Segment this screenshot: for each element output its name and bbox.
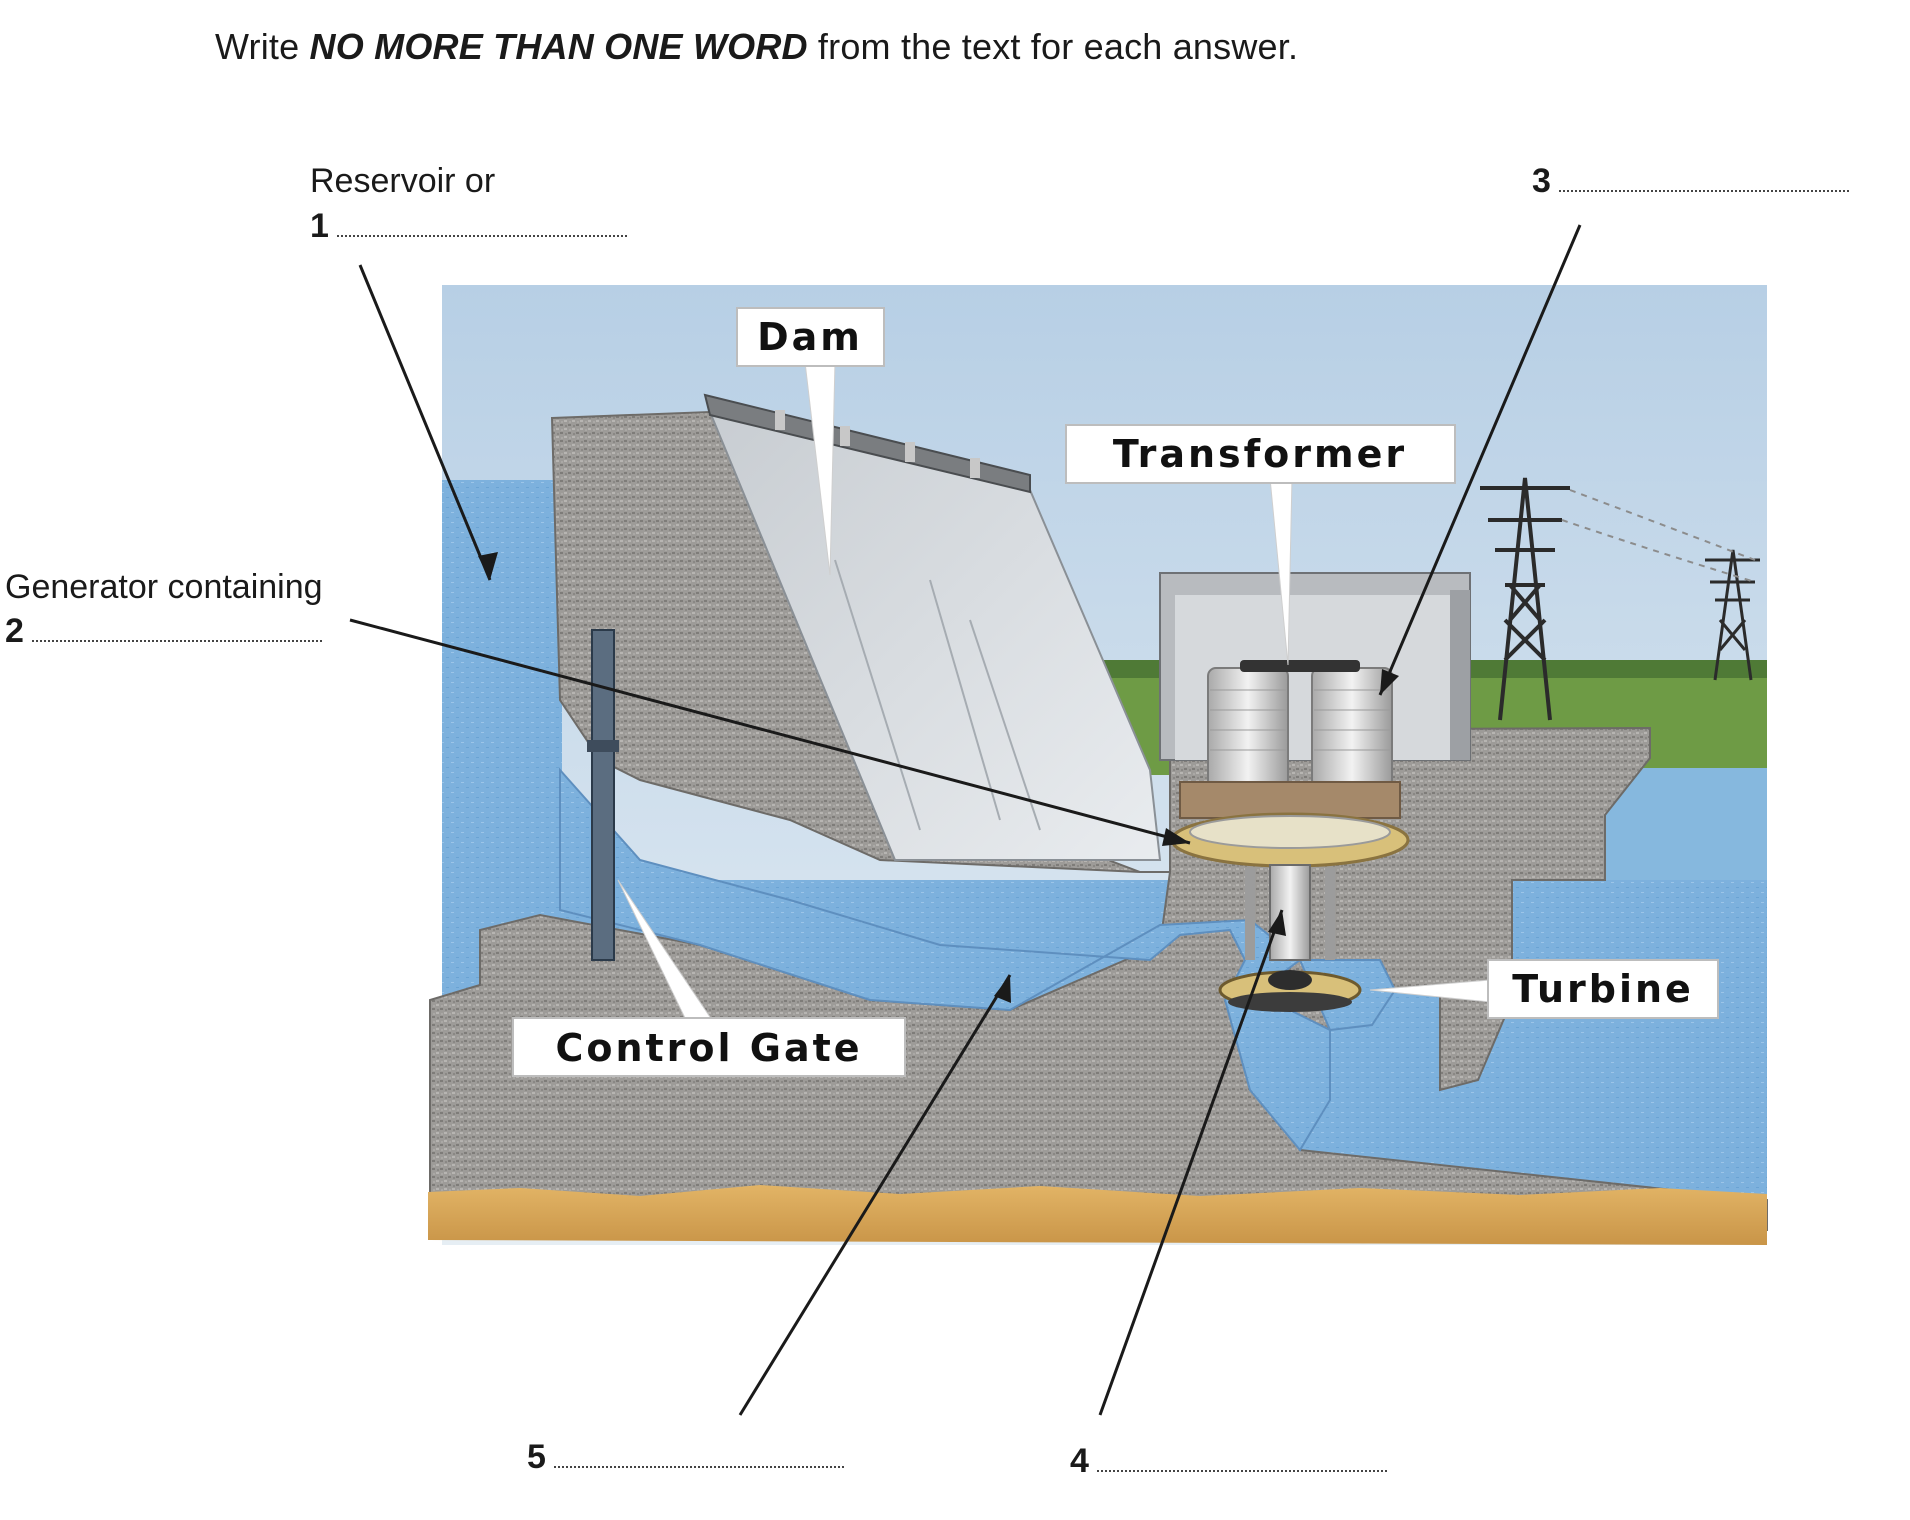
control-gate-shaft <box>591 629 615 961</box>
arrowhead-5 <box>994 975 1011 1003</box>
answer-blank-4[interactable] <box>1096 1466 1387 1472</box>
question-3-number: 3 <box>1532 162 1551 200</box>
instruction-text: Write NO MORE THAN ONE WORD from the tex… <box>215 26 1298 68</box>
leader-arrowheads <box>478 552 1399 1003</box>
answer-blank-1[interactable] <box>336 231 627 237</box>
callout-dam: Dam <box>736 307 885 576</box>
leader-line-1 <box>358 264 492 581</box>
question-5-number: 5 <box>527 1438 546 1476</box>
question-2-number: 2 <box>5 612 24 650</box>
question-1-number: 1 <box>310 207 329 245</box>
callout-control-gate-text: Control Gate <box>555 1026 862 1070</box>
power-tower-far <box>1705 549 1760 681</box>
leader-line-5 <box>738 974 1012 1416</box>
leader-lines <box>349 224 1582 1416</box>
answer-blank-3[interactable] <box>1558 186 1849 192</box>
power-tower-near <box>1480 477 1570 721</box>
dam-crest <box>703 393 1031 494</box>
instruction-prefix: Write <box>215 26 310 67</box>
question-1-prefix: Reservoir or <box>310 162 496 200</box>
transformer-coils <box>1207 660 1393 789</box>
callout-dam-text: Dam <box>757 315 863 359</box>
question-2-prefix: Generator containing <box>5 568 323 606</box>
question-5: 5 <box>527 1436 844 1478</box>
question-3: 3 <box>1532 160 1849 202</box>
instruction-emphasis: NO MORE THAN ONE WORD <box>309 26 808 67</box>
callout-transformer-text: Transformer <box>1113 432 1407 476</box>
ground-layer <box>428 1185 1767 1245</box>
answer-blank-5[interactable] <box>553 1462 844 1468</box>
callout-turbine-text: Turbine <box>1512 967 1694 1011</box>
powerhouse-wall <box>1450 590 1470 760</box>
question-4: 4 <box>1070 1440 1387 1482</box>
dam-crest-posts <box>775 410 980 478</box>
arrowhead-2 <box>1162 828 1190 846</box>
arrowhead-3 <box>1380 669 1399 695</box>
control-gate-collar <box>587 740 619 752</box>
instruction-suffix: from the text for each answer. <box>807 26 1299 67</box>
question-4-number: 4 <box>1070 1442 1089 1480</box>
arrowhead-1 <box>478 552 498 580</box>
callout-turbine: Turbine <box>1369 959 1719 1019</box>
generator <box>1170 781 1410 868</box>
dam-face-lines <box>834 559 1041 831</box>
arrowhead-4 <box>1268 910 1286 936</box>
leader-line-2 <box>349 618 1191 845</box>
answer-blank-2[interactable] <box>31 636 322 642</box>
callout-control-gate: Control Gate <box>512 879 906 1077</box>
question-1: 1 <box>310 205 627 247</box>
leader-line-4 <box>1098 909 1284 1416</box>
question-2: 2 <box>5 610 322 652</box>
power-lines <box>1561 489 1756 583</box>
callout-transformer: Transformer <box>1065 424 1456 666</box>
leader-line-3 <box>1378 224 1582 696</box>
